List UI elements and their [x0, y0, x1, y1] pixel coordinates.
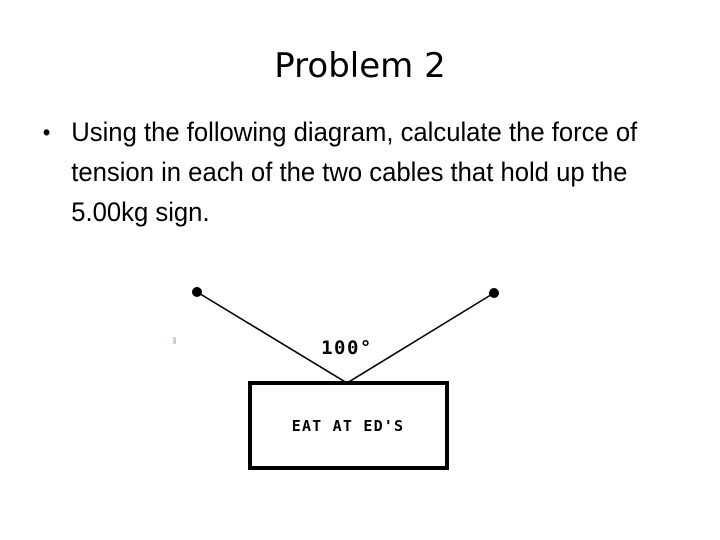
- left-cable-line: [196, 291, 348, 384]
- list-item: • Using the following diagram, calculate…: [38, 112, 656, 232]
- page-title: Problem 2: [274, 46, 446, 86]
- angle-label: 100°: [321, 337, 373, 359]
- scan-artifact-speck: [173, 337, 176, 344]
- physics-diagram: 100° EAT AT ED'S: [150, 262, 570, 512]
- left-anchor-dot: [192, 287, 202, 297]
- sign-label-text: EAT AT ED'S: [292, 417, 405, 435]
- bullet-marker-icon: •: [42, 119, 51, 145]
- sign-rectangle: [248, 381, 449, 470]
- body-text-block: • Using the following diagram, calculate…: [38, 112, 688, 232]
- bullet-text: Using the following diagram, calculate t…: [71, 117, 638, 227]
- right-cable-line: [346, 292, 495, 384]
- right-anchor-dot: [489, 288, 499, 298]
